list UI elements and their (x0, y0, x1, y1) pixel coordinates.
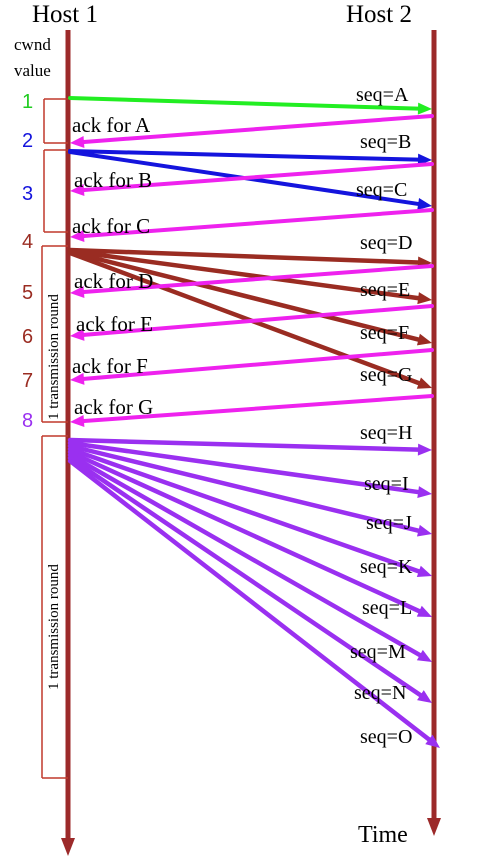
ack-arrow-f-head (70, 372, 85, 385)
ack-label-e: ack for E (76, 312, 153, 336)
segment-arrow-h-head (417, 443, 432, 456)
segment-arrow-g (67, 250, 422, 386)
segment-label-h: seq=H (360, 422, 412, 444)
segment-label-b: seq=B (360, 131, 411, 153)
segment-label-e: seq=E (360, 279, 410, 301)
segment-label-j: seq=J (366, 512, 412, 534)
segment-arrow-m-head (416, 649, 432, 662)
segment-label-d: seq=D (360, 232, 412, 254)
host-2-label: Host 2 (346, 1, 412, 28)
ack-arrow-f (81, 348, 434, 381)
segment-arrow-c-head (417, 198, 432, 210)
ack-arrow-e-head (70, 328, 85, 341)
cwnd-value-6: 6 (22, 326, 33, 348)
round-bracket-1 (43, 98, 68, 144)
ack-arrow-c (81, 208, 434, 238)
host-1-label: Host 1 (32, 1, 98, 28)
segment-arrow-j-head (416, 524, 432, 537)
segment-arrow-n-head (417, 690, 432, 703)
segment-arrow-l (67, 449, 422, 614)
ack-label-f: ack for F (72, 354, 148, 378)
host-2-timeline-arrowhead (427, 818, 441, 836)
ack-arrow-c-head (70, 229, 85, 242)
message-labels: seq=A seq=B seq=C seq=D seq=E seq=F seq=G seq=H… (72, 84, 413, 748)
round-label-2: 1 transmission round (46, 564, 62, 690)
cwnd-value-2: 2 (22, 130, 33, 152)
segment-arrow-b-head (417, 153, 432, 166)
ack-label-g: ack for G (74, 395, 153, 419)
cwnd-value-5: 5 (22, 282, 33, 304)
ack-arrow-d (81, 264, 434, 294)
segment-arrow-e (67, 248, 421, 301)
segment-label-c: seq=C (356, 179, 407, 201)
ack-arrow-b (81, 162, 434, 192)
segment-arrow-n (67, 455, 423, 698)
ack-arrow-a (81, 114, 434, 144)
segment-arrow-k (67, 446, 422, 574)
segment-arrow-d (67, 247, 421, 265)
segment-arrow-i-head (417, 486, 432, 498)
segment-label-l: seq=L (362, 597, 412, 619)
segment-arrow-o-head (425, 734, 440, 748)
cwnd-value-4: 4 (22, 231, 33, 253)
cwnd-title-line1: cwnd (14, 35, 51, 54)
cwnd-value-3: 3 (22, 183, 33, 205)
cwnd-value-7: 7 (22, 370, 33, 392)
segment-label-g: seq=G (360, 364, 412, 386)
segment-label-a: seq=A (356, 84, 409, 106)
segment-arrow-f-head (416, 333, 432, 346)
time-axis-label: Time (358, 822, 408, 848)
segment-label-i: seq=I (364, 473, 409, 495)
segment-arrow-a-head (417, 102, 432, 115)
message-arrows (67, 96, 440, 748)
ack-arrow-g (81, 394, 434, 423)
segment-arrow-m (67, 452, 423, 658)
segment-label-m: seq=M (350, 641, 406, 663)
round-bracket-4 (41, 435, 68, 779)
cwnd-values: 1 2 3 4 5 6 7 8 (22, 91, 33, 432)
ack-arrow-b-head (70, 183, 85, 196)
ack-arrow-a-head (70, 135, 85, 148)
cwnd-title-line2: value (14, 61, 51, 80)
segment-label-n: seq=N (354, 682, 406, 704)
ack-label-a: ack for A (72, 113, 151, 137)
segment-arrow-k-head (416, 565, 432, 578)
round-bracket-2 (43, 149, 68, 233)
segment-arrow-l-head (416, 605, 432, 617)
segment-arrow-j (67, 443, 421, 533)
round-bracket-3 (41, 245, 68, 423)
segment-arrow-b (68, 149, 421, 162)
cwnd-value-1: 1 (22, 91, 33, 113)
segment-label-k: seq=K (360, 556, 413, 578)
segment-arrow-g-head (416, 377, 432, 389)
cwnd-value-8: 8 (22, 410, 33, 432)
segment-arrow-e-head (417, 292, 432, 305)
ack-arrow-d-head (70, 285, 85, 298)
ack-label-b: ack for B (74, 168, 152, 192)
segment-arrow-h (67, 437, 421, 452)
segment-label-f: seq=F (360, 322, 409, 344)
segment-arrow-a (68, 96, 421, 111)
segment-arrow-f (67, 249, 421, 342)
ack-label-d: ack for D (74, 269, 153, 293)
round-label-1: 1 transmission round (46, 294, 62, 420)
segment-arrow-i (67, 440, 421, 495)
ack-label-c: ack for C (72, 214, 150, 238)
host-1-timeline-arrowhead (61, 838, 75, 856)
ack-arrow-e (81, 304, 434, 337)
segment-label-o: seq=O (360, 726, 412, 748)
ack-arrow-g-head (70, 415, 85, 427)
segment-arrow-o (67, 458, 432, 742)
